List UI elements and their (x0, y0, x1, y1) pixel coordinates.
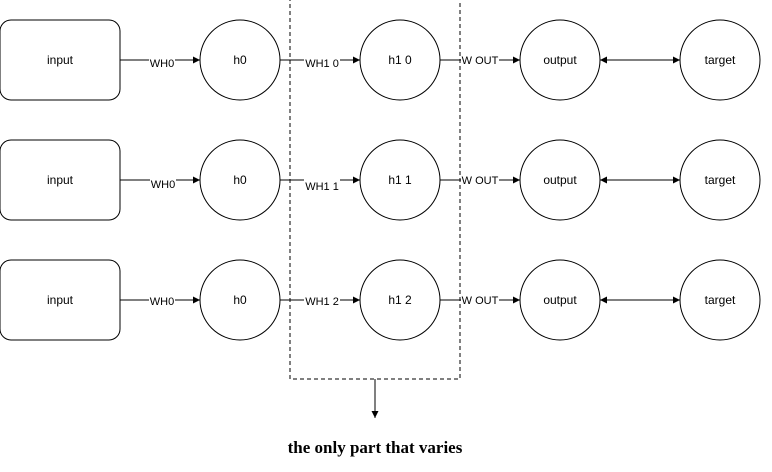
h1-node-label: h1 1 (388, 173, 412, 187)
h0-node (199, 139, 281, 221)
h0-node-label: h0 (233, 293, 247, 307)
target-node (679, 139, 761, 221)
output-node-label: output (543, 53, 577, 67)
output-node (519, 259, 601, 341)
row-1: input h0 h1 1 output target WH0 WH1 1 W … (0, 139, 761, 221)
output-node-label: output (543, 173, 577, 187)
input-node-label: input (47, 53, 74, 67)
edge-label-wout: W OUT (462, 295, 499, 307)
target-node-label: target (705, 53, 736, 67)
input-node (0, 19, 121, 101)
target-node (679, 259, 761, 341)
h1-node (359, 259, 441, 341)
input-node-label: input (47, 293, 74, 307)
row-2: input h0 h1 2 output target WH0 WH1 2 W … (0, 259, 761, 341)
target-node-label: target (705, 293, 736, 307)
h1-node-label: h1 0 (388, 53, 412, 67)
edge-label-wh1: WH1 0 (305, 58, 339, 70)
edge-label-wh0: WH0 (150, 58, 174, 70)
edge-label-wh0: WH0 (151, 179, 175, 191)
input-node (0, 139, 121, 221)
target-node-label: target (705, 173, 736, 187)
varying-region (289, 0, 461, 380)
target-node (679, 19, 761, 101)
output-node (519, 139, 601, 221)
edge-label-wh1: WH1 2 (305, 296, 339, 308)
h1-node (359, 139, 441, 221)
output-node (519, 19, 601, 101)
h0-node (199, 19, 281, 101)
edge-label-wout: W OUT (462, 55, 499, 67)
edge-label-wh1: WH1 1 (305, 181, 339, 193)
edge-label-wh0: WH0 (150, 296, 174, 308)
output-node-label: output (543, 293, 577, 307)
h0-node-label: h0 (233, 53, 247, 67)
input-node (0, 259, 121, 341)
h1-node (359, 19, 441, 101)
h1-node-label: h1 2 (388, 293, 412, 307)
row-0: input h0 h1 0 output target WH0 WH1 0 W … (0, 19, 761, 101)
edge-label-wout: W OUT (462, 175, 499, 187)
h0-node-label: h0 (233, 173, 247, 187)
h0-node (199, 259, 281, 341)
caption-text: the only part that varies (288, 438, 463, 457)
input-node-label: input (47, 173, 74, 187)
